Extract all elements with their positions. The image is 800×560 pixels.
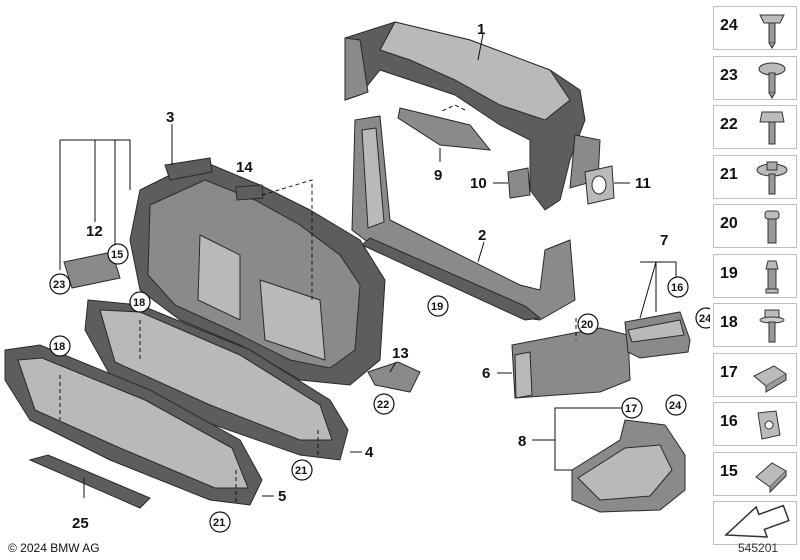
callout-numbers: 1 2 3 4 5 6 7 8 9 10 11 12 13 14 25 [72, 21, 668, 532]
callout-21-circle-a: 21 [291, 459, 313, 481]
part-14-label-plate[interactable] [235, 184, 264, 201]
callout-5: 5 [278, 488, 286, 505]
part-cell-label: 17 [720, 363, 738, 381]
callout-6: 6 [482, 365, 490, 382]
part-cell-label: 20 [720, 215, 738, 232]
part-cell-15[interactable]: 15 [713, 451, 797, 496]
part-cell-label: 24 [720, 17, 738, 34]
callout-11: 11 [635, 175, 651, 192]
part-cell-17[interactable]: 17 [713, 352, 797, 397]
leader-lines [59, 33, 677, 498]
part-cell-label: 18 [720, 314, 738, 331]
callout-15-circle: 15 [107, 243, 129, 265]
direction-arrow-cell [713, 501, 797, 545]
direction-arrow-icon [724, 504, 790, 538]
callout-18-circle-a: 18 [129, 291, 151, 313]
part-6-air-duct[interactable] [511, 327, 631, 399]
part-cell-label: 16 [720, 413, 738, 430]
part-11-plate[interactable] [584, 165, 615, 205]
callout-16-circle: 16 [667, 276, 689, 298]
part-10-bracket[interactable] [507, 167, 531, 199]
part-cell-21[interactable]: 21 [713, 154, 797, 199]
part-5-lower-support[interactable] [4, 344, 263, 506]
part-cell-18[interactable]: 18 [713, 303, 797, 347]
callout-7: 7 [660, 232, 668, 249]
callout-8: 8 [518, 433, 526, 450]
part-cell-label: 21 [720, 165, 738, 183]
svg-text:21: 21 [213, 517, 225, 529]
diagram-number: 545201 [738, 541, 779, 555]
bolt-icon [759, 309, 785, 343]
callout-23-circle: 23 [49, 273, 71, 295]
circled-callouts: 15 23 18 18 19 20 16 24 17 24 22 21 21 [49, 243, 710, 533]
callout-18-circle-b: 18 [49, 335, 71, 357]
part-cell-label: 23 [720, 66, 738, 84]
part-8-air-duct[interactable] [571, 419, 686, 513]
rivet-icon [764, 210, 780, 244]
clip-nut-icon [755, 461, 787, 493]
part-cell-19[interactable]: 19 [713, 253, 797, 298]
part-cell-16[interactable]: 16 [713, 402, 797, 446]
callout-14: 14 [236, 159, 253, 176]
bolt-icon [759, 111, 785, 145]
callout-17-circle: 17 [621, 397, 643, 419]
callout-1: 1 [477, 21, 485, 38]
part-13-bracket[interactable] [367, 361, 421, 393]
callout-24-circle-a: 24 [695, 307, 710, 329]
svg-text:23: 23 [53, 279, 65, 291]
svg-text:22: 22 [377, 399, 389, 411]
part-cell-23[interactable]: 23 [713, 55, 797, 100]
callout-13: 13 [392, 345, 409, 362]
svg-text:15: 15 [111, 249, 123, 261]
callout-25: 25 [72, 515, 89, 532]
callout-20-circle: 20 [577, 313, 599, 335]
copyright-text: © 2024 BMW AG [8, 541, 100, 555]
svg-text:24: 24 [699, 313, 710, 325]
svg-text:19: 19 [431, 301, 443, 313]
clip-nut-icon [757, 410, 781, 440]
fastener-column: 24 23 22 21 20 19 18 17 16 15 [713, 6, 797, 545]
svg-text:20: 20 [581, 319, 593, 331]
part-cell-22[interactable]: 22 [713, 105, 797, 149]
callout-2: 2 [478, 227, 486, 244]
part-4-bumper-support[interactable] [84, 299, 349, 461]
part-cell-label: 15 [720, 462, 738, 480]
rivet-icon [765, 260, 779, 293]
callout-12: 12 [86, 223, 103, 240]
svg-text:18: 18 [53, 341, 65, 353]
part-cell-24[interactable]: 24 [713, 6, 797, 50]
part-cell-label: 19 [720, 264, 738, 282]
callout-3: 3 [166, 109, 174, 126]
screw-icon [759, 14, 785, 49]
bolt-icon [756, 161, 788, 194]
part-3-front-carrier[interactable] [129, 157, 386, 386]
svg-text:21: 21 [295, 465, 307, 477]
callout-19-circle: 19 [427, 295, 449, 317]
part-9-bracket[interactable] [397, 107, 492, 151]
parts-diagram: 1 2 3 4 5 6 7 8 9 10 11 12 13 14 25 15 2… [4, 21, 710, 533]
callout-4: 4 [365, 444, 374, 461]
part-cell-20[interactable]: 20 [713, 204, 797, 248]
callout-22-circle: 22 [373, 393, 395, 415]
callout-10: 10 [470, 175, 487, 192]
part-2-radiator-frame[interactable] [351, 115, 576, 321]
svg-text:16: 16 [671, 282, 683, 294]
part-25-strip[interactable] [28, 454, 151, 509]
dashed-lines [59, 104, 577, 505]
part-cell-label: 22 [720, 116, 738, 133]
svg-text:24: 24 [669, 400, 682, 412]
screw-icon [758, 62, 786, 99]
clip-nut-icon [753, 364, 787, 393]
svg-text:17: 17 [625, 403, 637, 415]
callout-24-circle-b: 24 [665, 394, 687, 416]
svg-text:18: 18 [133, 297, 145, 309]
part-7-air-duct[interactable] [624, 311, 691, 359]
part-1-upper-carrier[interactable] [344, 21, 601, 211]
callout-21-circle-b: 21 [209, 511, 231, 533]
callout-9: 9 [434, 167, 442, 184]
